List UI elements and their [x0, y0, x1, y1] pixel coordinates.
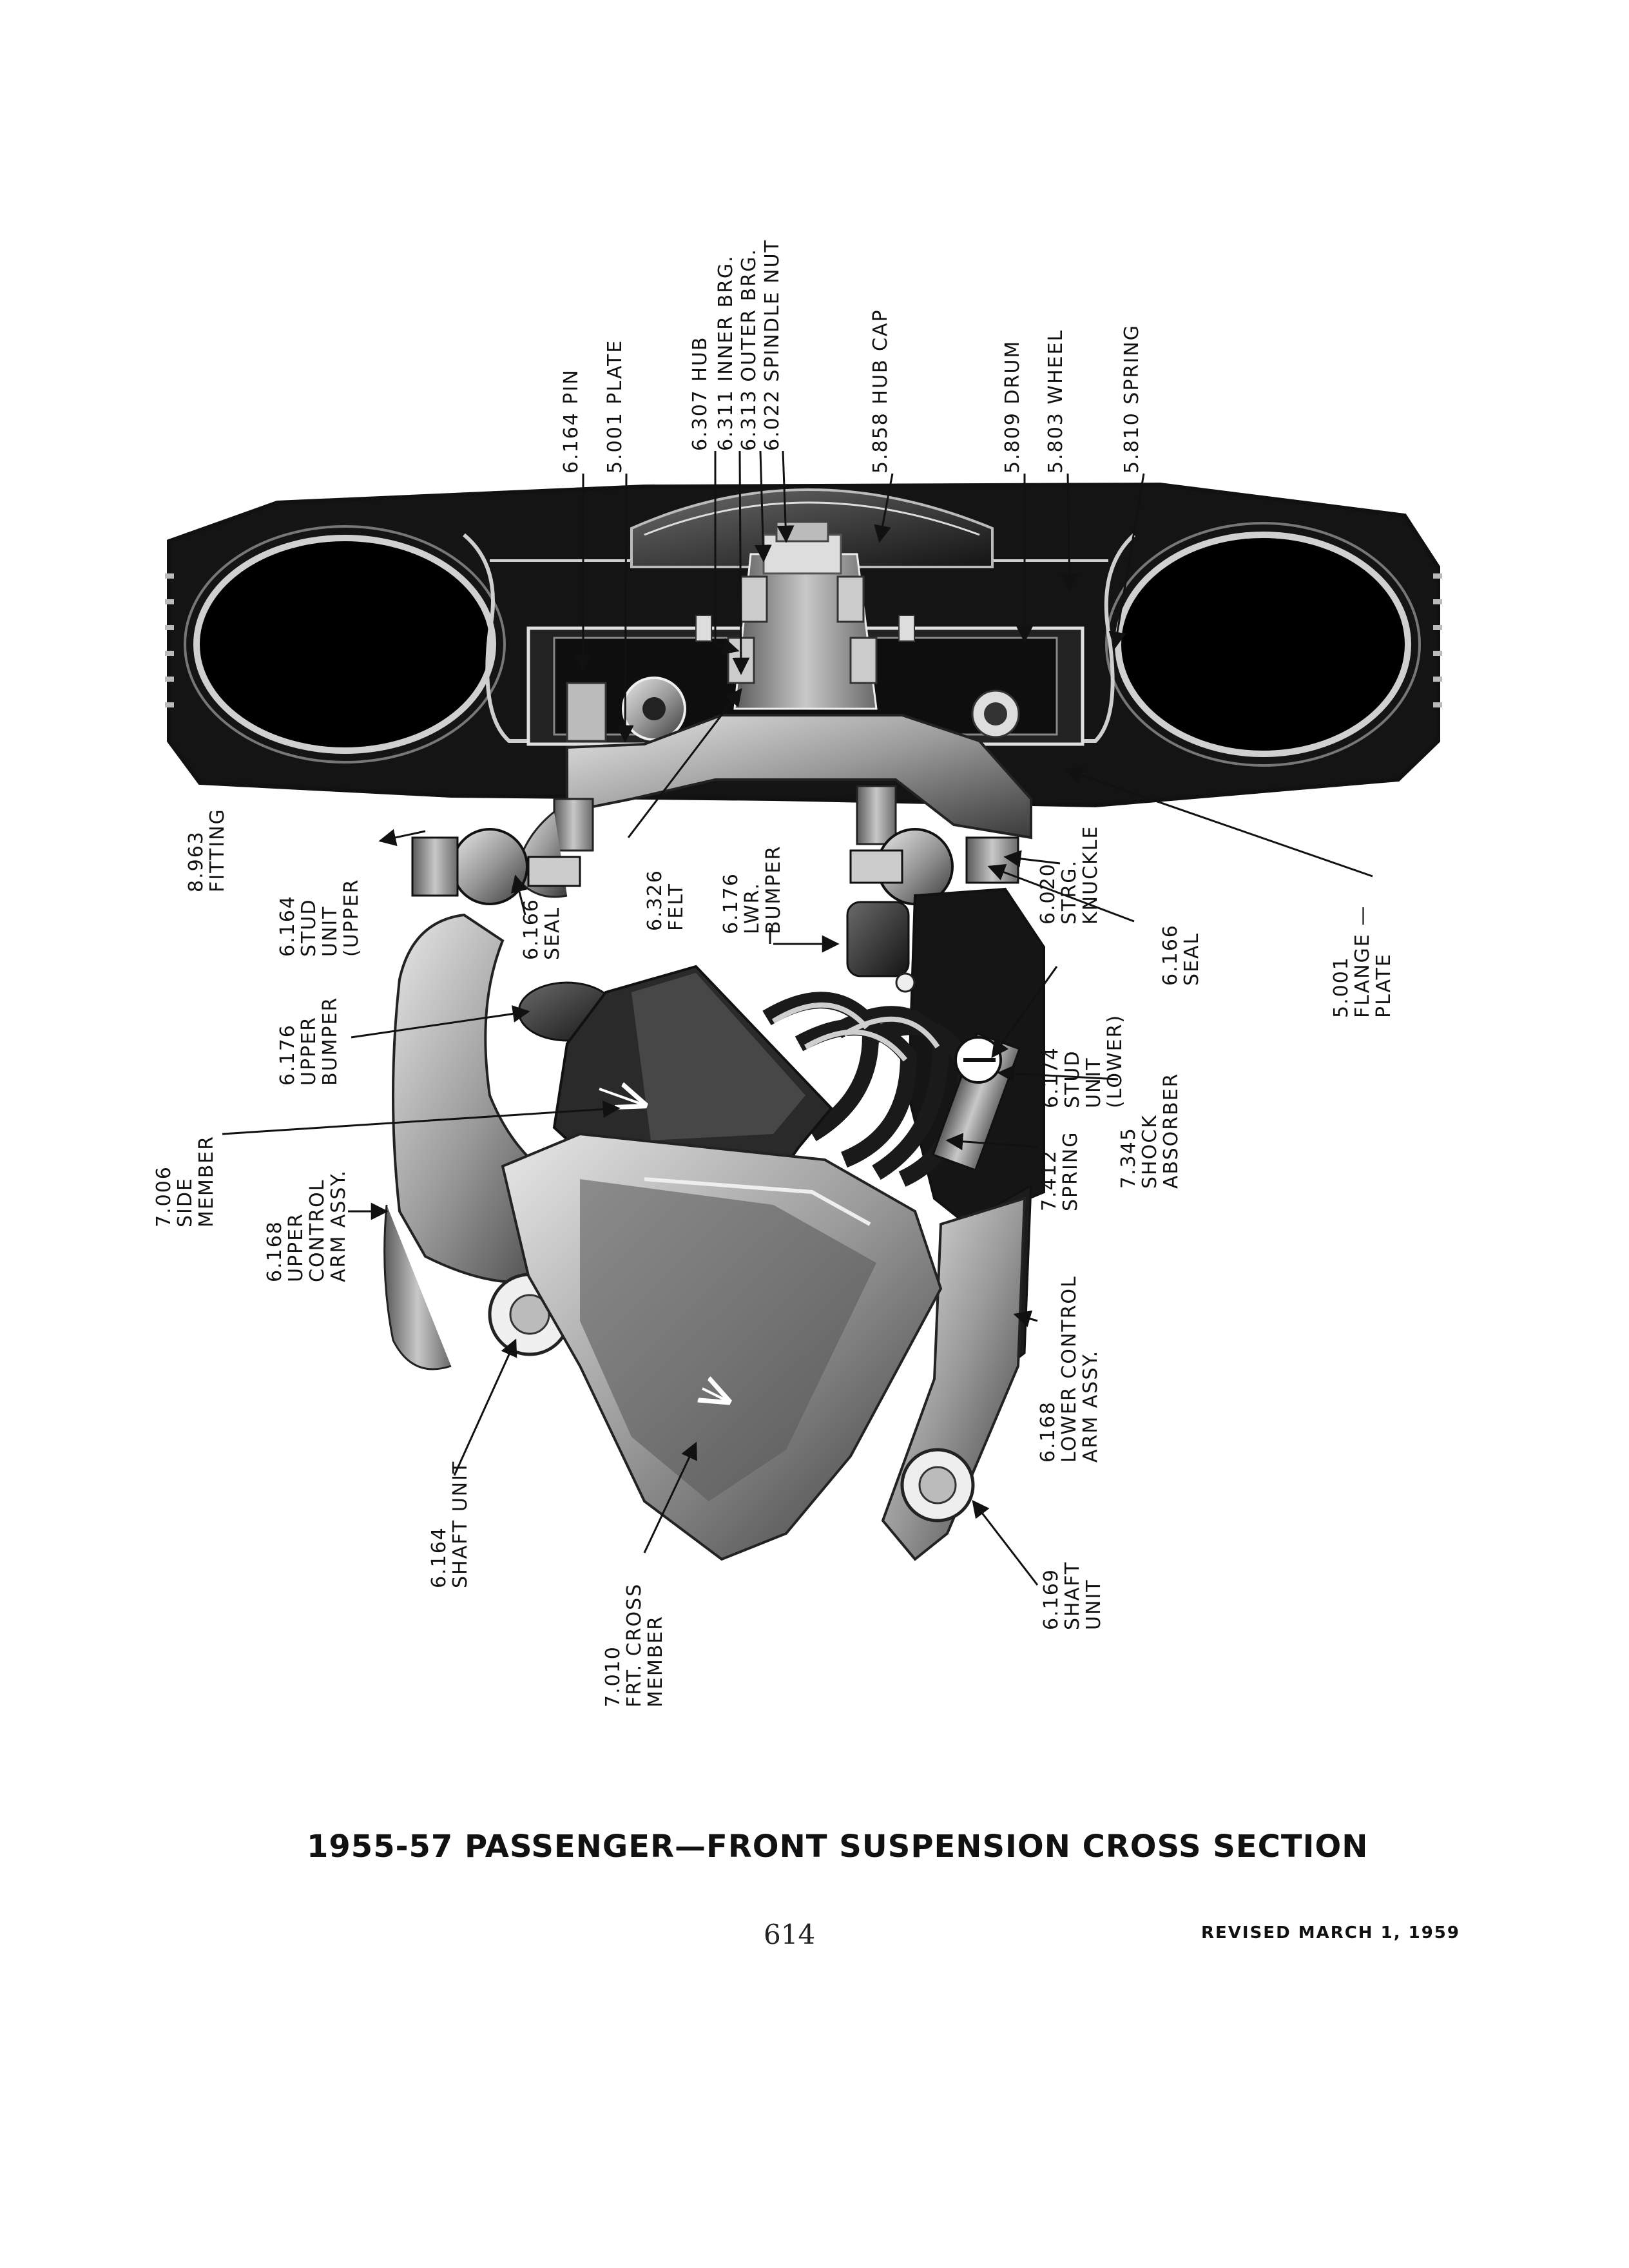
label-hub: 6.307 HUB [689, 336, 711, 451]
lower-bumper [846, 901, 910, 977]
figure-caption: 1955-57 PASSENGER—FRONT SUSPENSION CROSS… [307, 1829, 1369, 1865]
label-hub-cap: 5.858 HUB CAP [869, 309, 892, 474]
label-outer-bearing: 6.313 OUTER BRG. [738, 248, 760, 451]
label-drum: 5.809 DRUM [1001, 340, 1024, 474]
label-inner-bearing: 6.311 INNER BRG. [715, 255, 737, 451]
upper-ball-joint [411, 798, 594, 905]
label-wheel: 5.803 WHEEL [1045, 329, 1067, 474]
lower-ball-joint [849, 785, 1019, 905]
label-spring-top: 5.810 SPRING [1121, 324, 1143, 474]
revision-date: REVISED MARCH 1, 1959 [1201, 1923, 1460, 1943]
leader-lines [222, 450, 1373, 1586]
label-plate: 5.001 PLATE [604, 339, 626, 474]
label-pin: 6.164 PIN [560, 369, 583, 474]
page-number: 614 [764, 1919, 816, 1950]
label-spindle-nut: 6.022 SPINDLE NUT [761, 239, 784, 451]
